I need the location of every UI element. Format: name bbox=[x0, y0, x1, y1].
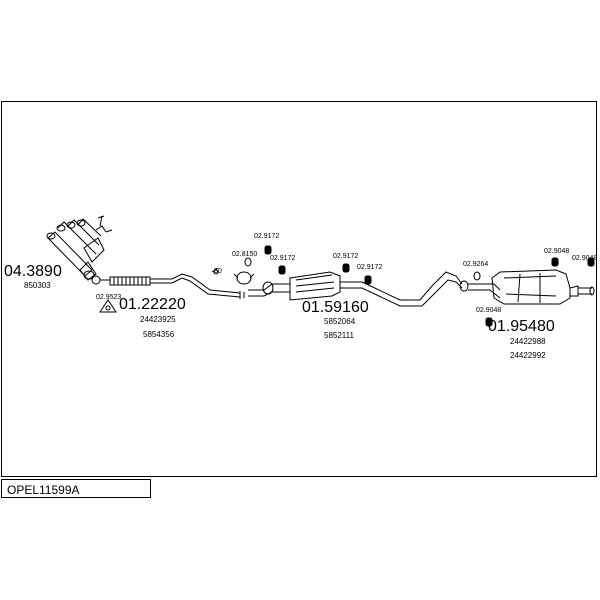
mid-flange-drawing bbox=[233, 271, 255, 285]
clamp-50-label: 50 bbox=[214, 268, 222, 275]
centre-silencer-number: 01.59160 bbox=[302, 299, 369, 316]
hanger-rear-2-label: 02.9048 bbox=[544, 248, 570, 255]
gasket-triangle bbox=[99, 299, 117, 313]
hanger-1-label: 02.9172 bbox=[254, 233, 280, 240]
diagram-code: OPEL11599A bbox=[7, 483, 80, 497]
rear-silencer-drawing bbox=[459, 269, 595, 305]
gasket-front-label: 02.9523 bbox=[96, 294, 122, 301]
hanger-drawings bbox=[264, 245, 595, 327]
front-pipe-drawing bbox=[91, 273, 245, 299]
rear-silencer-ref-1: 24422988 bbox=[510, 337, 546, 346]
centre-silencer-drawing bbox=[248, 271, 463, 307]
diagram-frame bbox=[1, 101, 597, 477]
hanger-3-label: 02.9172 bbox=[333, 253, 359, 260]
diagram-code-box: OPEL11599A bbox=[1, 479, 151, 498]
rear-silencer-number: 01.95480 bbox=[488, 318, 555, 335]
hanger-rings bbox=[244, 257, 481, 281]
hanger-rear-4-label: 02.9048 bbox=[476, 307, 502, 314]
hanger-2-label: 02.9172 bbox=[270, 255, 296, 262]
front-pipe-ref-1: 24423925 bbox=[140, 315, 176, 324]
hanger-4-label: 02.9172 bbox=[357, 264, 383, 271]
centre-silencer-ref-1: 5852064 bbox=[324, 317, 356, 326]
centre-silencer-ref-2: 5852111 bbox=[324, 331, 354, 340]
manifold-drawing bbox=[46, 215, 113, 281]
front-pipe-number: 01.22220 bbox=[119, 296, 186, 313]
manifold-ref-1: 850303 bbox=[24, 281, 51, 290]
clamp-50-drawing bbox=[211, 267, 219, 275]
manifold-number: 04.3890 bbox=[4, 263, 62, 280]
hanger-rear-3-label: 02.9048 bbox=[572, 255, 598, 262]
gasket-mid-label: 02.8150 bbox=[232, 251, 258, 258]
front-pipe-ref-2: 5854356 bbox=[143, 330, 175, 339]
rear-silencer-ref-2: 24422992 bbox=[510, 351, 546, 360]
hanger-rear-1-label: 02.9264 bbox=[463, 261, 489, 268]
